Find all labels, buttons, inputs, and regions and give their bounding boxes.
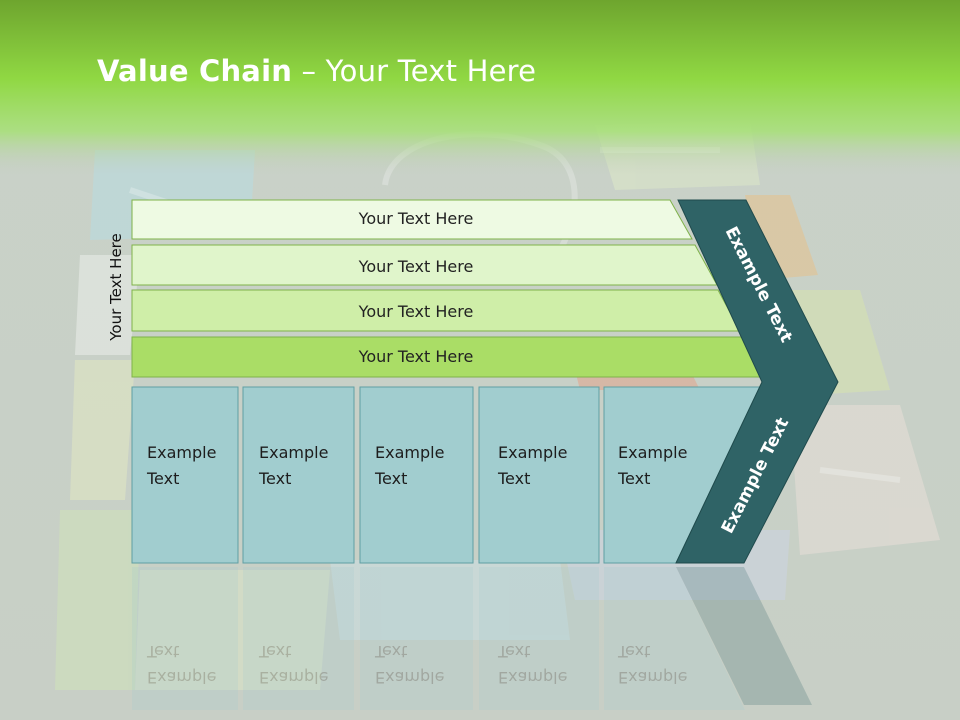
slide-title: Value Chain – Your Text Here — [97, 54, 536, 88]
support-row-4: Your Text Here — [131, 336, 766, 378]
primary-box-1-line2: Text — [146, 469, 179, 488]
primary-box-3-line1: Example — [375, 443, 444, 462]
support-row-1: Your Text Here — [131, 199, 693, 240]
support-row-2-label: Your Text Here — [358, 257, 474, 276]
primary-box-4-line1: Example — [498, 443, 567, 462]
primary-box-2-line1: Example — [259, 443, 328, 462]
title-rest: – Your Text Here — [292, 54, 537, 88]
primary-box-5-line1: Example — [618, 443, 687, 462]
primary-box-4: Example Text — [478, 386, 600, 564]
primary-box-4-line2: Text — [497, 469, 530, 488]
primary-box-3: Example Text — [359, 386, 474, 564]
primary-box-5-line2: Text — [617, 469, 650, 488]
primary-box-1-line1: Example — [147, 443, 216, 462]
primary-box-1: Example Text — [131, 386, 239, 564]
primary-box-2-line2: Text — [258, 469, 291, 488]
support-row-1-label: Your Text Here — [358, 209, 474, 228]
primary-box-2: Example Text — [242, 386, 355, 564]
title-bold: Value Chain — [97, 54, 293, 88]
support-row-4-label: Your Text Here — [358, 347, 474, 366]
support-row-3: Your Text Here — [131, 289, 741, 332]
support-row-3-label: Your Text Here — [358, 302, 474, 321]
support-row-2: Your Text Here — [131, 244, 718, 286]
primary-box-3-line2: Text — [374, 469, 407, 488]
